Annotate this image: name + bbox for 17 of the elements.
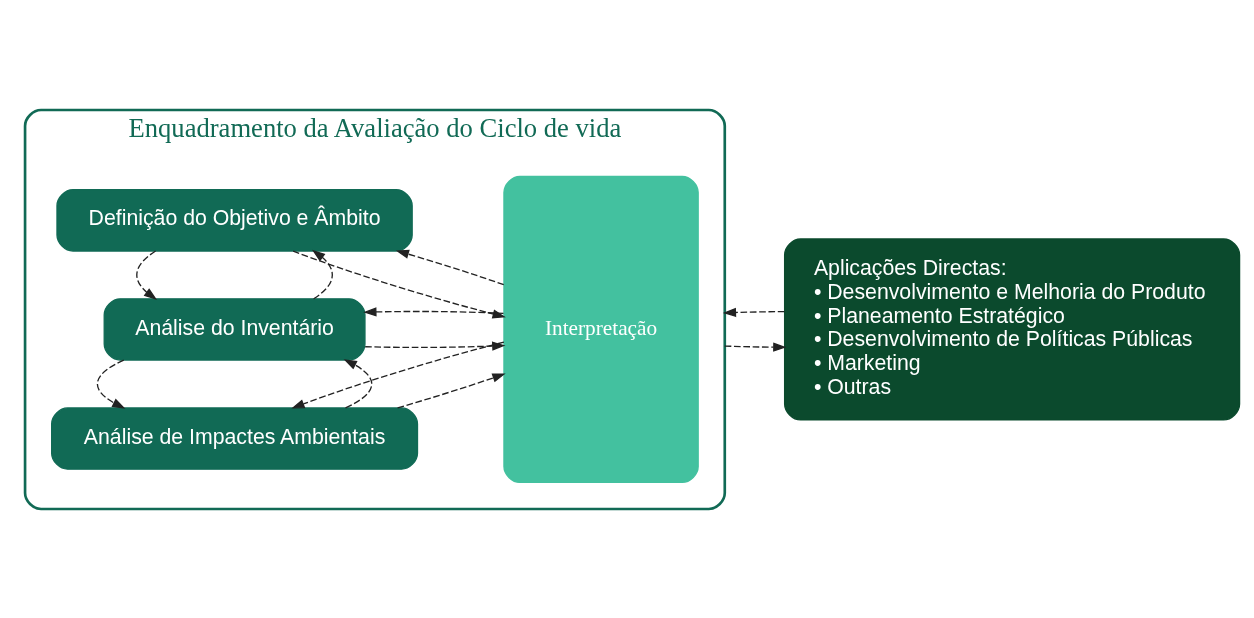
arrow [311,249,333,299]
arrow [722,307,786,317]
arrow [292,249,506,318]
arrow [724,342,787,352]
node-box: Interpretação [503,175,699,483]
node-box: Análise de Impactes Ambientais [51,406,419,470]
arrow [395,249,505,285]
arrow [396,373,506,409]
arrow [343,358,373,409]
arrow [364,340,506,351]
arrow [96,358,126,409]
arrow [291,341,505,409]
arrow [363,306,505,317]
node-box: Aplicações Directas: • Desenvolvimento e Melhoria do Produto • Planeamento Estratégico • Desenvolvimento de Políticas Públicas • Marketing • Outras [783,237,1241,421]
node-box: Análise do Inventário [103,297,366,361]
node-box: Definição do Objetivo e Âmbito [56,188,413,252]
arrow [136,249,158,300]
